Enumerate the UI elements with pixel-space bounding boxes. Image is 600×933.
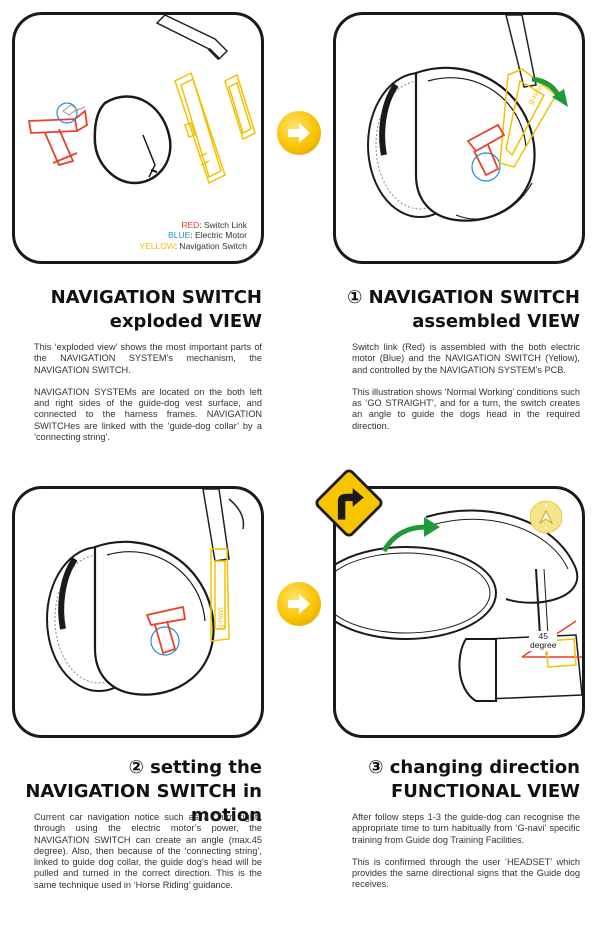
exploded-view-panel: RED: Switch Link BLUE: Electric Motor YE…: [12, 12, 264, 264]
functional-view-panel: 45 degree: [333, 486, 585, 738]
section3-body: Current car navigation notice such as a …: [34, 812, 262, 890]
next-arrow-icon: [277, 582, 321, 626]
section4-title: ③ changing direction FUNCTIONAL VIEW: [368, 757, 580, 802]
motion-view-illustration: g-navi: [46, 489, 245, 696]
assembled-view-panel: g-navi: [333, 12, 585, 264]
section4-body: After follow steps 1-3 the guide-dog can…: [352, 812, 580, 890]
section2-body: Switch link (Red) is assembled with the …: [352, 342, 580, 431]
assembled-view-illustration: g-navi: [367, 15, 568, 222]
section1-body: This ‘exploded view’ shows the most impo…: [34, 342, 262, 443]
angle-label: 45 degree: [529, 631, 558, 651]
section2-title: ① NAVIGATION SWITCH assembled VIEW: [347, 287, 580, 332]
svg-text:g-navi: g-navi: [216, 607, 225, 629]
legend-blue: BLUE: Electric Motor: [168, 230, 247, 240]
next-arrow-icon: [277, 111, 321, 155]
section1-title: NAVIGATION SWITCH exploded VIEW: [50, 287, 262, 332]
functional-view-illustration: [336, 500, 582, 702]
legend-yellow: YELLOW: Navigation Switch: [139, 240, 247, 251]
motion-view-panel: g-navi: [12, 486, 264, 738]
legend-red: RED: Switch Link: [181, 219, 247, 230]
turn-right-sign-icon: [315, 469, 383, 537]
color-legend: RED: Switch Link BLUE: Electric Motor YE…: [139, 220, 247, 252]
compass-icon: [527, 500, 565, 534]
section3-title: ② setting the NAVIGATION SWITCH in motio…: [25, 757, 262, 826]
exploded-view-illustration: [27, 15, 256, 185]
